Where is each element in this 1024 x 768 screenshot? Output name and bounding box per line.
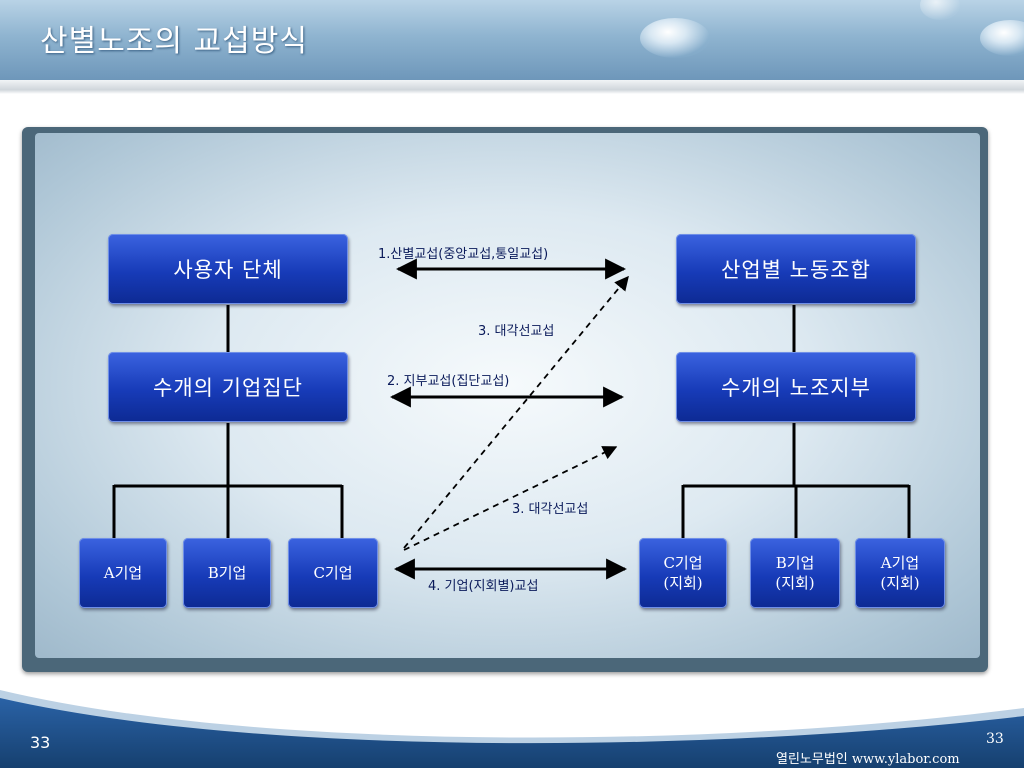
union-chapter-box-b: B기업 (지회) [750,538,840,608]
union-chapter-box-a: A기업 (지회) [855,538,945,608]
company-label: C기업 [313,564,353,582]
central-bargaining-label: 1.산별교섭(중앙교섭,통일교섭) [378,247,549,262]
footer-wave [0,690,1024,768]
company-label: A기업 [103,564,143,582]
chapter-sub-label: (지회) [775,574,815,592]
diagonal-bargaining-label-upper: 3. 대각선교섭 [478,324,555,339]
company-label: B기업 [207,564,247,582]
bubble-decoration [920,0,960,20]
slide-header: 산별노조의 교섭방식 [0,0,1024,80]
union-branches-box: 수개의 노조지부 [676,352,916,422]
industrial-union-label: 산업별 노동조합 [721,258,871,282]
company-box-a: A기업 [79,538,167,608]
company-box-b: B기업 [183,538,271,608]
diagonal-arrow-upper [403,275,629,549]
branch-bargaining-label: 2. 지부교섭(집단교섭) [387,374,510,389]
employer-association-box: 사용자 단체 [108,234,348,304]
bubble-decoration [640,18,710,58]
header-divider [0,80,1024,94]
chapter-company-label: B기업 [775,554,815,572]
chapter-company-label: C기업 [663,554,703,572]
page-number-left: 33 [30,733,51,752]
company-bargaining-label: 4. 기업(지회별)교섭 [428,579,539,594]
employer-group-label: 수개의 기업집단 [153,376,303,400]
footer-brand: 열린노무법인 www.ylabor.com [776,752,960,767]
bubble-decoration [980,20,1024,56]
industrial-union-box: 산업별 노동조합 [676,234,916,304]
chapter-sub-label: (지회) [880,574,920,592]
union-branches-label: 수개의 노조지부 [721,376,871,400]
chapter-sub-label: (지회) [663,574,703,592]
chapter-company-label: A기업 [880,554,920,572]
slide-title: 산별노조의 교섭방식 [40,24,308,59]
diagonal-bargaining-label-lower: 3. 대각선교섭 [512,502,589,517]
page-number-right: 33 [986,731,1004,747]
union-chapter-box-c: C기업 (지회) [639,538,727,608]
employer-association-label: 사용자 단체 [173,258,283,282]
employer-tree-lines [112,305,344,538]
employer-group-box: 수개의 기업집단 [108,352,348,422]
company-box-c: C기업 [288,538,378,608]
union-tree-lines [681,305,911,538]
